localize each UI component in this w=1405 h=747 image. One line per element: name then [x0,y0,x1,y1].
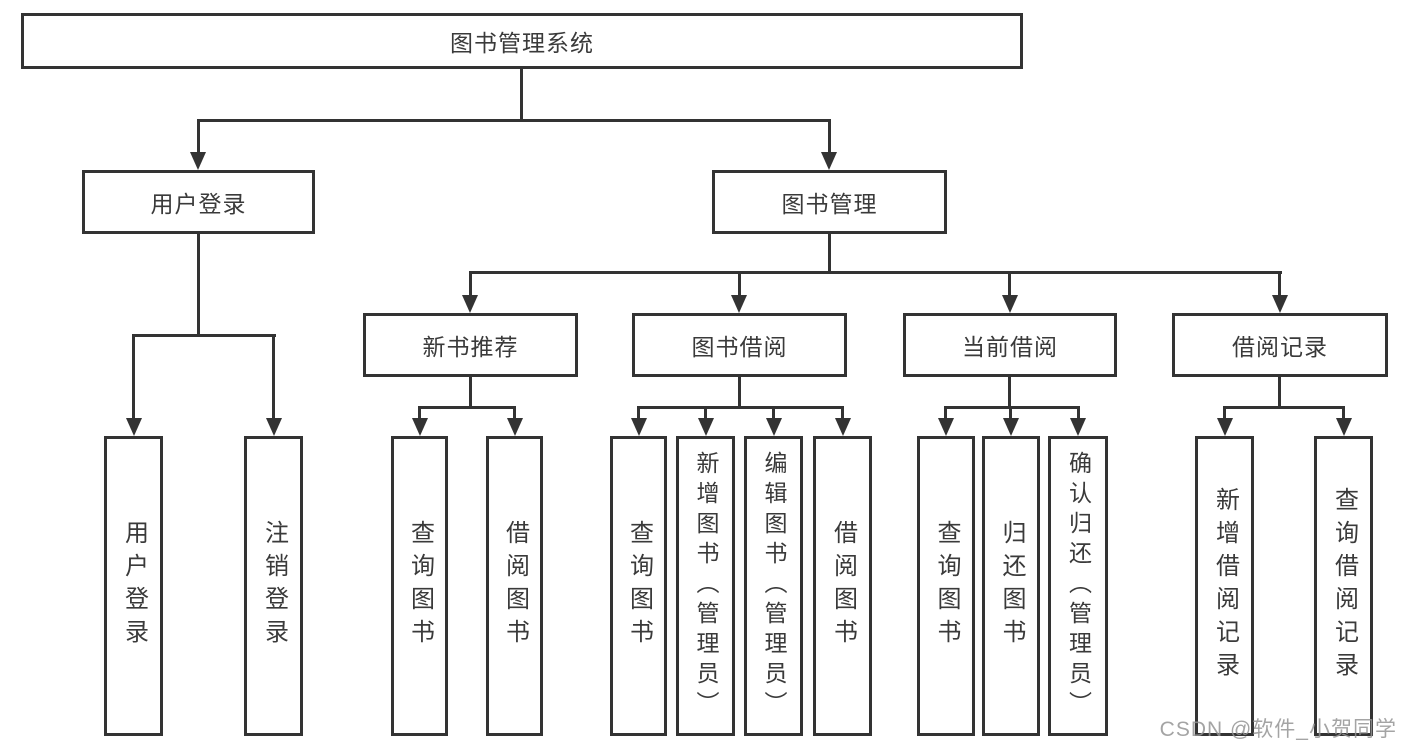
line [637,406,640,420]
node-label: 新书推荐 [422,334,519,360]
line [418,406,421,420]
line [1342,406,1345,420]
arrow-down-icon [126,418,142,436]
node-new-book-recommend: 新书推荐 [363,313,578,377]
line [738,377,741,409]
node-label: 用户登录 [150,191,247,217]
arrow-down-icon [731,295,747,313]
line [469,271,472,297]
line [1008,377,1011,409]
leaf-confirm-return-admin: 确认归还（管理员） [1048,436,1108,736]
line [513,406,516,420]
node-label: 查询图书 [933,520,960,652]
node-label: 用户登录 [120,520,148,652]
leaf-edit-books-admin: 编辑图书（管理员） [744,436,803,736]
line [1278,271,1281,297]
node-label: 图书借阅 [691,334,788,360]
leaf-add-borrow-record: 新增借阅记录 [1195,436,1254,736]
arrow-down-icon [266,418,282,436]
line [272,334,275,420]
node-label: 新增图书（管理员） [693,451,719,721]
arrow-down-icon [1217,418,1233,436]
line [197,119,831,122]
line [944,406,1080,409]
node-label: 当前借阅 [962,334,1058,360]
line [944,406,947,420]
leaf-return-books: 归还图书 [982,436,1040,736]
node-label: 借阅图书 [829,520,857,652]
node-label: 查询图书 [625,520,653,652]
line [469,271,1282,274]
arrow-down-icon [412,418,428,436]
line [637,406,844,409]
arrow-down-icon [698,418,714,436]
node-label: 图书管理 [781,191,878,217]
node-label: 确认归还（管理员） [1065,451,1092,721]
line [1009,406,1012,420]
line [132,334,276,337]
arrow-down-icon [938,418,954,436]
line [1077,406,1080,420]
node-current-borrowing: 当前借阅 [903,313,1117,377]
line [469,377,472,409]
line [197,119,200,154]
line [772,406,775,420]
leaf-logout: 注销登录 [244,436,303,736]
line [1278,377,1281,409]
line [704,406,707,420]
leaf-query-books: 查询图书 [917,436,975,736]
line [418,406,516,409]
leaf-add-books-admin: 新增图书（管理员） [676,436,735,736]
node-label: 图书管理系统 [450,30,594,56]
node-user-login: 用户登录 [82,170,315,234]
leaf-borrow-books: 借阅图书 [813,436,872,736]
node-root-library-system: 图书管理系统 [21,13,1023,69]
line [132,334,135,420]
leaf-query-borrow-record: 查询借阅记录 [1314,436,1373,736]
node-book-borrowing: 图书借阅 [632,313,847,377]
node-book-management: 图书管理 [712,170,947,234]
node-label: 编辑图书（管理员） [761,451,787,721]
line [841,406,844,420]
arrow-down-icon [462,295,478,313]
arrow-down-icon [1070,418,1086,436]
arrow-down-icon [766,418,782,436]
node-label: 查询图书 [406,520,434,652]
node-label: 借阅记录 [1232,334,1328,360]
arrow-down-icon [507,418,523,436]
leaf-borrow-books: 借阅图书 [486,436,543,736]
arrow-down-icon [1002,295,1018,313]
arrow-down-icon [1003,418,1019,436]
node-label: 归还图书 [998,520,1025,652]
leaf-query-books: 查询图书 [391,436,448,736]
arrow-down-icon [1336,418,1352,436]
line [828,119,831,154]
line [197,234,200,337]
node-label: 注销登录 [260,520,288,652]
leaf-user-login: 用户登录 [104,436,163,736]
csdn-watermark: CSDN @软件_小贺同学 [1159,718,1397,741]
arrow-down-icon [190,152,206,170]
leaf-query-books: 查询图书 [610,436,667,736]
node-label: 借阅图书 [501,520,529,652]
arrow-down-icon [631,418,647,436]
node-label: 新增借阅记录 [1211,487,1239,685]
line [828,234,831,274]
arrow-down-icon [835,418,851,436]
arrow-down-icon [1272,295,1288,313]
line [520,69,523,122]
line [738,271,741,297]
line [1223,406,1226,420]
line [1008,271,1011,297]
line [1223,406,1345,409]
node-borrowing-records: 借阅记录 [1172,313,1388,377]
node-label: 查询借阅记录 [1330,487,1358,685]
arrow-down-icon [821,152,837,170]
